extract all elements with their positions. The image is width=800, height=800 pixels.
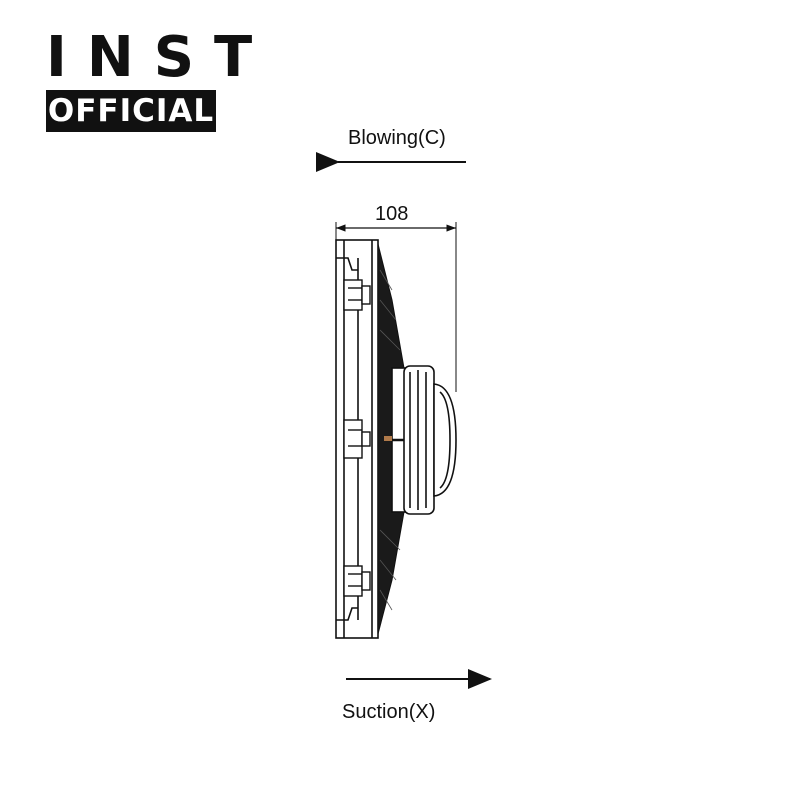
- blowing-label: Blowing(C): [348, 127, 446, 149]
- motor-shaft-marker: [384, 436, 392, 441]
- logo-official-badge: OFFICIAL: [46, 90, 216, 132]
- blade-hatching: [379, 269, 401, 611]
- mounting-clip-middle: [343, 419, 371, 459]
- suction-label: Suction(X): [342, 701, 435, 723]
- fan-motor: [391, 365, 457, 515]
- dimension-label: 108: [375, 203, 408, 225]
- mounting-clip-top: [343, 279, 371, 311]
- mounting-clip-bottom: [343, 565, 371, 597]
- logo-inst: INST: [46, 25, 273, 90]
